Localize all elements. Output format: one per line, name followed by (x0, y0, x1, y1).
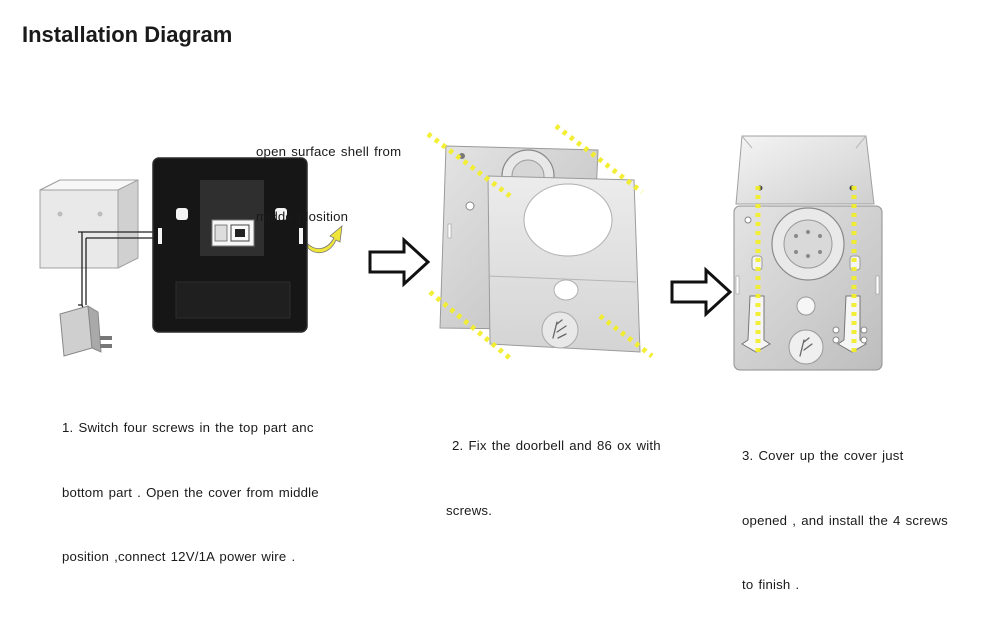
diagram-title: Installation Diagram (22, 22, 233, 47)
step3-illustration (733, 135, 883, 371)
step2-line: screws. (446, 502, 493, 518)
step3-line: to finish . (742, 577, 800, 592)
hand-pointer-icon (552, 319, 567, 339)
step2-caption: 2. Fix the doorbell and 86 ox with screw… (446, 392, 661, 543)
step3-caption: 3. Cover up the cover just opened , and … (742, 402, 948, 617)
step1-line: position ,connect 12V/1A power wire . (62, 549, 296, 564)
doorbell-back-black (152, 157, 308, 333)
note-line: open surface shell from (256, 144, 402, 159)
step1-caption: 1. Switch four screws in the top part an… (62, 374, 319, 589)
step1-illustration (39, 157, 343, 357)
curved-arrow-icon (307, 225, 343, 254)
right-arrow-icon (368, 236, 431, 288)
step2-illustration (426, 124, 654, 362)
installation-illustration (39, 124, 883, 371)
step3-line: 3. Cover up the cover just (742, 448, 904, 463)
doorbell-cover (487, 175, 641, 353)
step1-line: bottom part . Open the cover from middle (62, 484, 319, 500)
right-arrow-icon (670, 266, 733, 318)
step2-line: 2. Fix the doorbell and 86 ox with (452, 438, 661, 453)
instruction-note: open surface shell from midde plosition (256, 98, 401, 249)
note-line: midde plosition (256, 208, 349, 224)
wall-box (735, 135, 875, 205)
screw-guide-lines (426, 124, 654, 362)
power-adapter-icon (59, 305, 112, 357)
screw-guide-lines (755, 186, 857, 356)
step3-line: opened , and install the 4 screws (742, 512, 948, 528)
step1-line: 1. Switch four screws in the top part an… (62, 420, 314, 435)
wall-box (39, 179, 139, 269)
